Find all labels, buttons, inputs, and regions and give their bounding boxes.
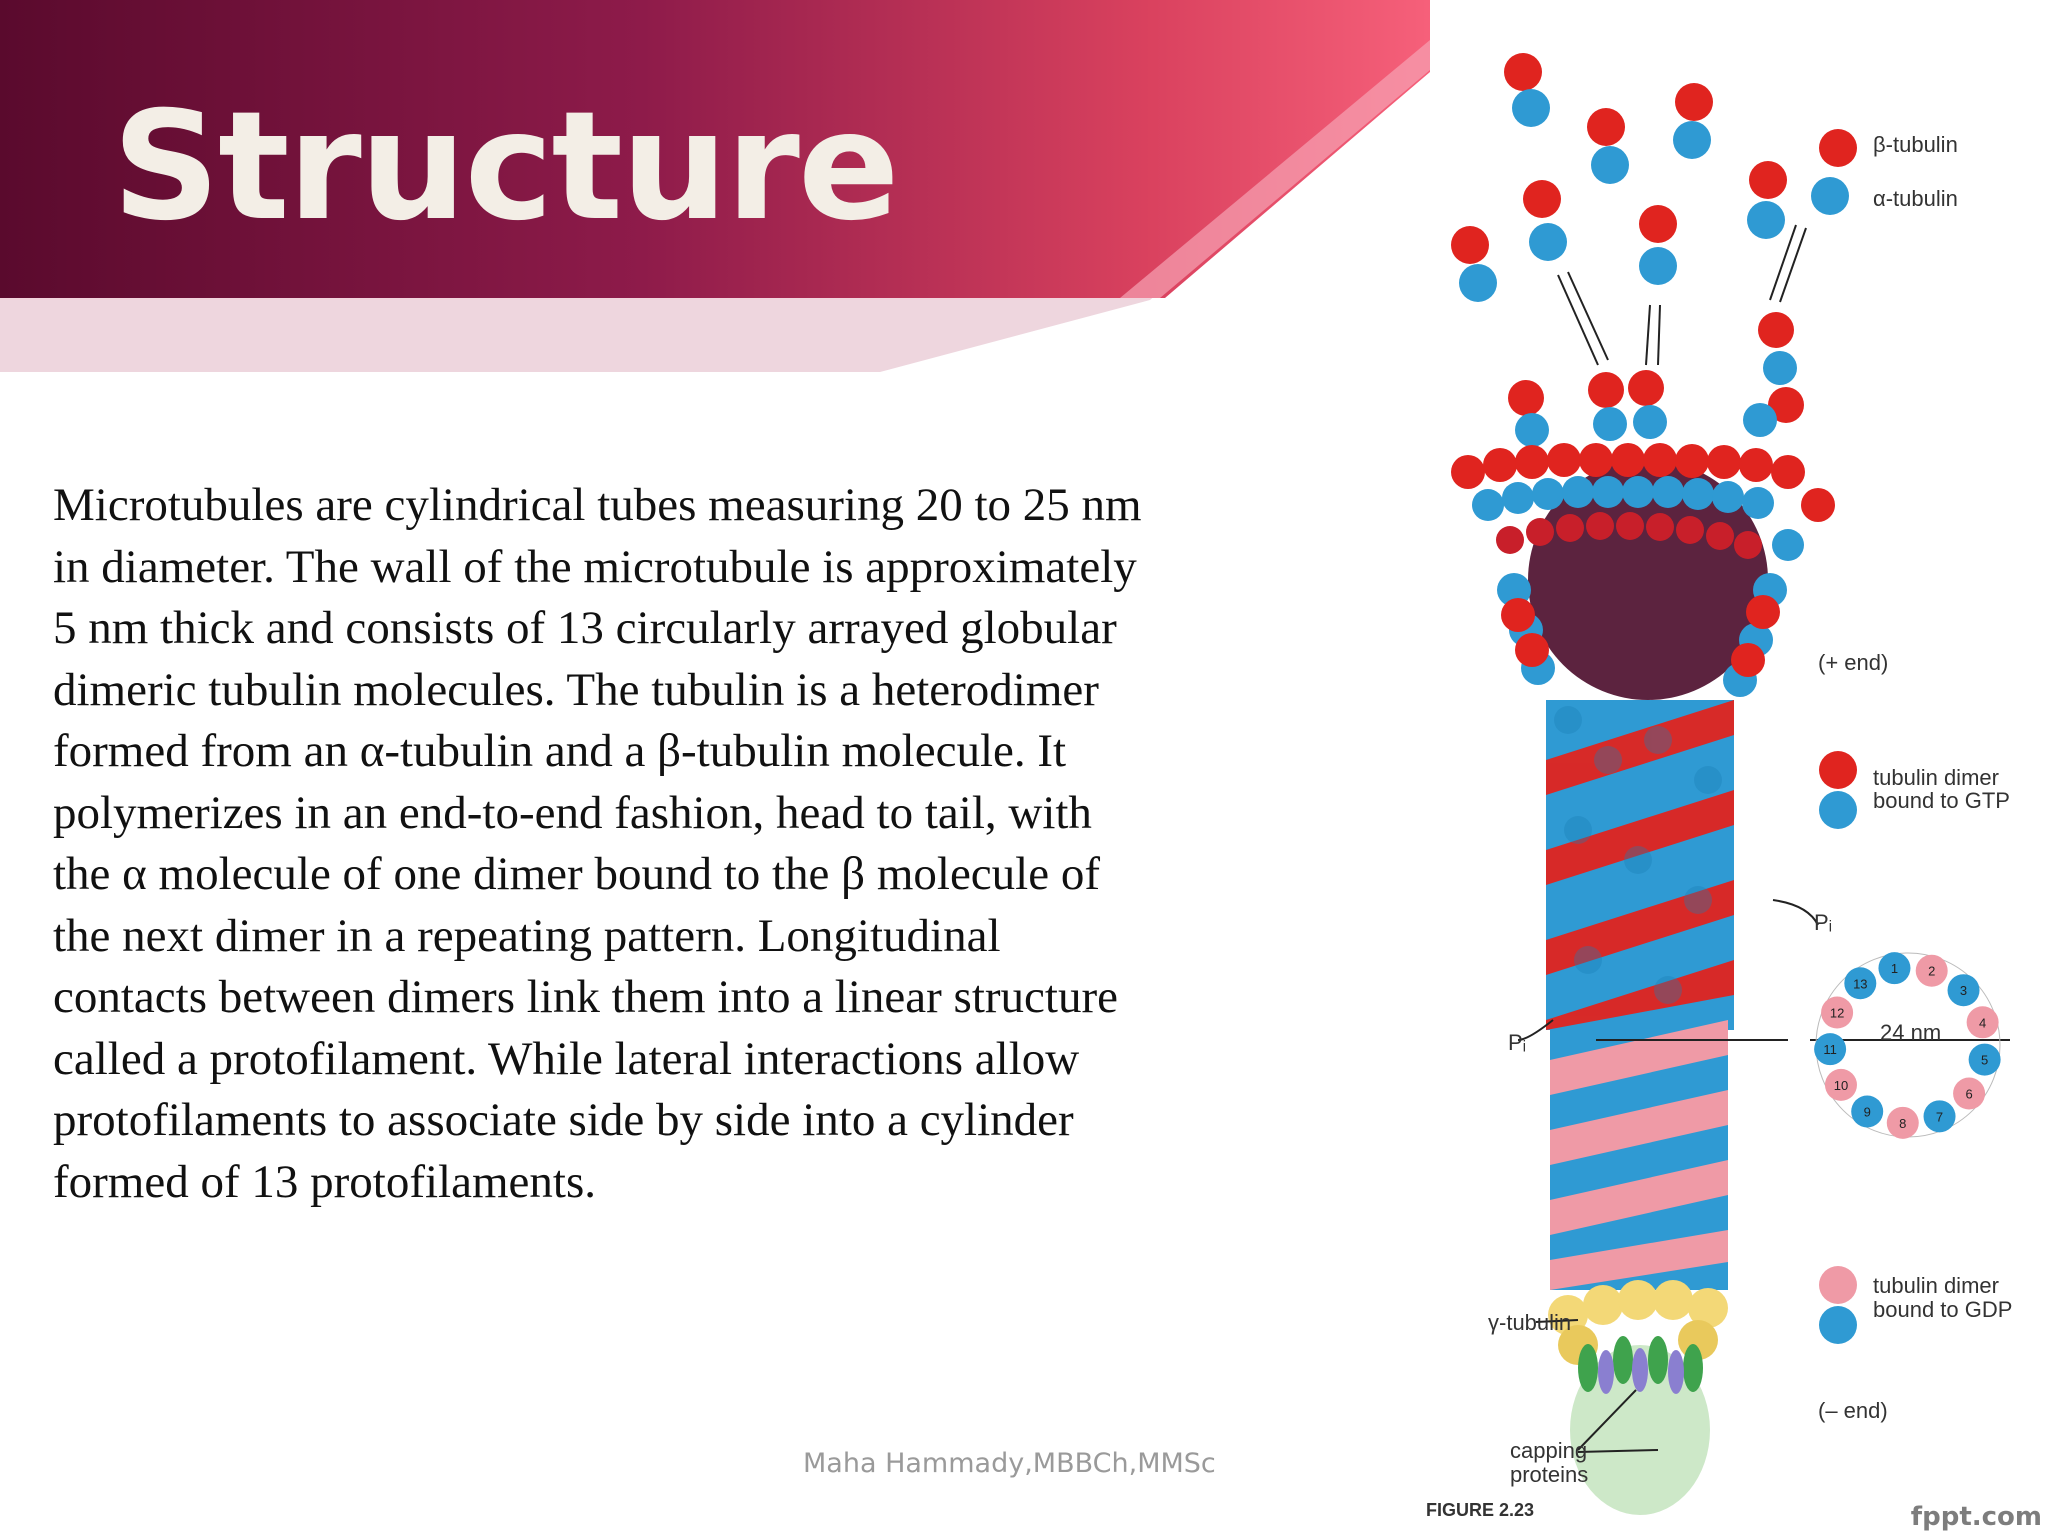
ring-subunit-number: 4 bbox=[1979, 1015, 1986, 1030]
label-capping-1: capping bbox=[1510, 1438, 1587, 1463]
ring-subunit bbox=[1915, 954, 1948, 987]
ring-subunit bbox=[1851, 1095, 1884, 1128]
legend-gtp-dimer bbox=[1819, 751, 1857, 829]
label-minus-end: (– end) bbox=[1818, 1398, 1888, 1423]
gdp-shaft bbox=[1550, 1020, 1728, 1290]
label-diameter: 24 nm bbox=[1880, 1020, 1941, 1045]
ring-subunit bbox=[1844, 967, 1877, 1000]
ring-subunit-number: 12 bbox=[1830, 1006, 1844, 1021]
gtp-shaft bbox=[1546, 700, 1734, 1030]
label-pi-right: Pᵢ bbox=[1814, 910, 1832, 935]
ring-subunit-number: 6 bbox=[1965, 1087, 1972, 1102]
ring-subunit-number: 1 bbox=[1891, 961, 1898, 976]
label-plus-end: (+ end) bbox=[1818, 650, 1888, 675]
ring-subunit-number: 2 bbox=[1928, 964, 1935, 979]
ring-subunit-number: 13 bbox=[1853, 976, 1867, 991]
label-alpha-tubulin: α-tubulin bbox=[1873, 186, 1958, 211]
plus-end-flare bbox=[1451, 443, 1835, 700]
figure-caption-fragment: FIGURE 2.23 bbox=[1426, 1500, 1534, 1520]
ring-subunit-number: 7 bbox=[1936, 1109, 1943, 1124]
header-band bbox=[0, 0, 1430, 372]
legend-gdp-dimer bbox=[1819, 1266, 1857, 1344]
attaching-dimers bbox=[1508, 312, 1804, 447]
ring-subunit bbox=[1886, 1106, 1919, 1139]
ring-subunit-number: 9 bbox=[1864, 1104, 1871, 1119]
label-gtp-dimer-2: bound to GTP bbox=[1873, 788, 2010, 813]
ring-subunit bbox=[1878, 952, 1911, 985]
label-gtp-dimer-1: tubulin dimer bbox=[1873, 765, 1999, 790]
ring-subunit bbox=[1953, 1077, 1986, 1110]
ring-subunit-number: 3 bbox=[1960, 983, 1967, 998]
label-gdp-dimer-2: bound to GDP bbox=[1873, 1297, 2012, 1322]
ring-subunit bbox=[1968, 1043, 2001, 1076]
label-beta-tubulin: β-tubulin bbox=[1873, 132, 1958, 157]
free-tubulin-dimers bbox=[1451, 53, 1857, 302]
label-gamma-tubulin: γ-tubulin bbox=[1488, 1310, 1571, 1335]
label-pi-left: Pᵢ bbox=[1508, 1030, 1526, 1055]
ring-subunit-number: 5 bbox=[1981, 1053, 1988, 1068]
ring-subunit bbox=[1824, 1068, 1857, 1101]
ring-subunit bbox=[1947, 974, 1980, 1007]
ring-subunit-number: 8 bbox=[1899, 1116, 1906, 1131]
ring-subunit bbox=[1923, 1100, 1956, 1133]
label-capping-2: proteins bbox=[1510, 1462, 1588, 1487]
ring-subunit bbox=[1814, 1033, 1847, 1066]
ring-subunit-number: 10 bbox=[1834, 1078, 1848, 1093]
slide-title: Structure bbox=[112, 80, 900, 254]
body-paragraph: Microtubules are cylindrical tubes measu… bbox=[53, 479, 1142, 1208]
exchange-arrows bbox=[1557, 224, 1807, 366]
ring-subunit-number: 11 bbox=[1823, 1042, 1837, 1057]
ring-subunit bbox=[1821, 996, 1854, 1029]
label-gdp-dimer-1: tubulin dimer bbox=[1873, 1273, 1999, 1298]
callout-lines bbox=[1517, 899, 2010, 1453]
fppt-watermark: fppt.com bbox=[1910, 1502, 2042, 1532]
capping-proteins bbox=[1570, 1336, 1710, 1515]
ring-subunit bbox=[1966, 1006, 1999, 1039]
author-footer: Maha Hammady,MBBCh,MMSc bbox=[803, 1448, 1216, 1479]
